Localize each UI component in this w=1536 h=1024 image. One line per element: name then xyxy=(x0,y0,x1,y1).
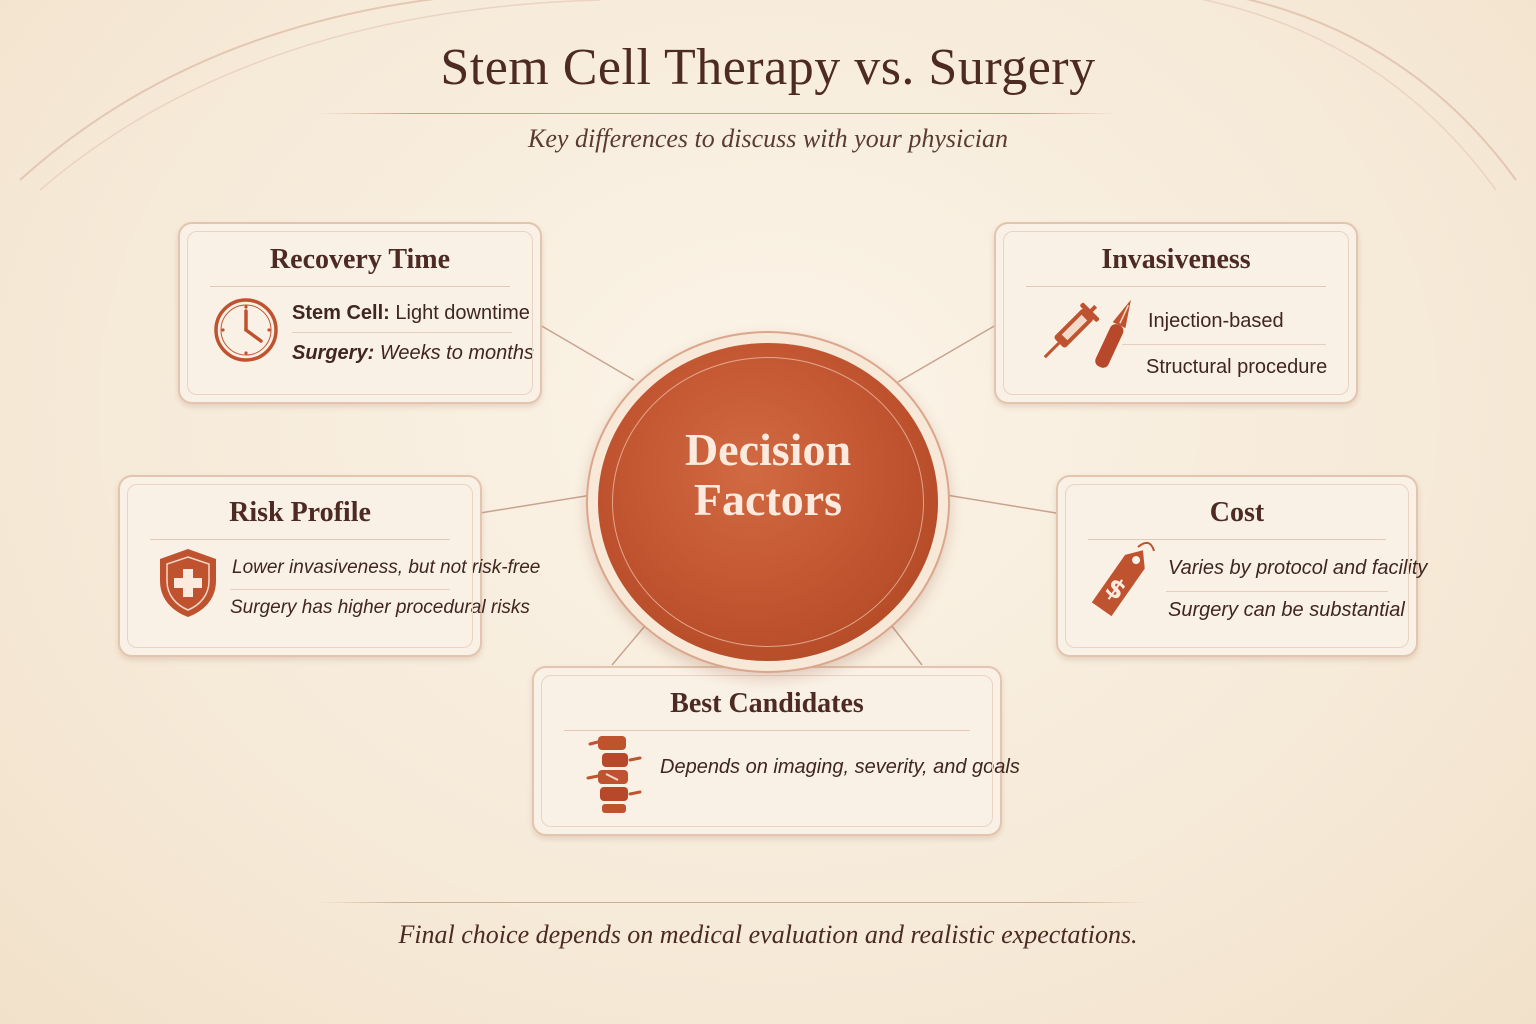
card-title: Cost xyxy=(1209,497,1265,528)
clock-icon xyxy=(214,298,278,362)
risk-surgery-row: Surgery has higher procedural risks xyxy=(230,597,530,618)
shield-medical-icon xyxy=(160,549,216,617)
card-invasiveness: Invasiveness Injection-based Structural … xyxy=(994,222,1358,404)
cost-surgery-row: Surgery can be substantial xyxy=(1168,599,1405,621)
card-title: Recovery Time xyxy=(269,244,451,275)
row-divider xyxy=(230,589,450,590)
decision-factors-hub: Decision Factors xyxy=(598,343,938,661)
candidates-row: Depends on imaging, severity, and goals xyxy=(660,756,1020,778)
card-divider xyxy=(150,539,450,540)
footer-note: Final choice depends on medical evaluati… xyxy=(398,920,1138,949)
footer-divider xyxy=(318,902,1148,903)
risk-stem-cell-row: Lower invasiveness, but not risk-free xyxy=(232,557,541,578)
page-title: Stem Cell Therapy vs. Surgery xyxy=(440,39,1096,96)
card-divider xyxy=(1088,539,1386,540)
card-divider xyxy=(564,730,970,731)
card-divider xyxy=(1026,286,1326,287)
card-risk-profile: Risk Profile Lower invasiveness, but not… xyxy=(118,475,540,657)
card-recovery-time: Recovery Time Stem Cell: Light downtime … xyxy=(178,222,542,404)
cost-stem-cell-row: Varies by protocol and facility xyxy=(1168,557,1428,579)
recovery-stem-cell-row: Stem Cell: Light downtime xyxy=(292,302,530,324)
invasiveness-surgery-row: Structural procedure xyxy=(1146,356,1328,378)
hub-label: Decision Factors xyxy=(684,424,852,525)
card-title: Invasiveness xyxy=(1101,244,1251,275)
card-cost: Cost $ Varies by protocol and facility S… xyxy=(1056,475,1427,657)
recovery-surgery-row: Surgery: Weeks to months xyxy=(292,342,534,364)
row-divider xyxy=(1122,344,1326,345)
page-subtitle: Key differences to discuss with your phy… xyxy=(528,124,1008,153)
price-tag-icon: $ xyxy=(1091,541,1155,617)
card-title: Risk Profile xyxy=(229,497,371,528)
row-divider xyxy=(1166,591,1388,592)
syringe-and-scalpel-icon xyxy=(1043,299,1131,368)
card-title: Best Candidates xyxy=(670,688,864,719)
title-divider xyxy=(318,113,1118,114)
card-divider xyxy=(210,286,510,287)
card-best-candidates: Best Candidates Depends on imaging, seve… xyxy=(532,666,1020,836)
row-divider xyxy=(292,332,512,333)
spine-icon xyxy=(586,736,642,813)
invasiveness-stem-cell-row: Injection-based xyxy=(1148,310,1284,332)
